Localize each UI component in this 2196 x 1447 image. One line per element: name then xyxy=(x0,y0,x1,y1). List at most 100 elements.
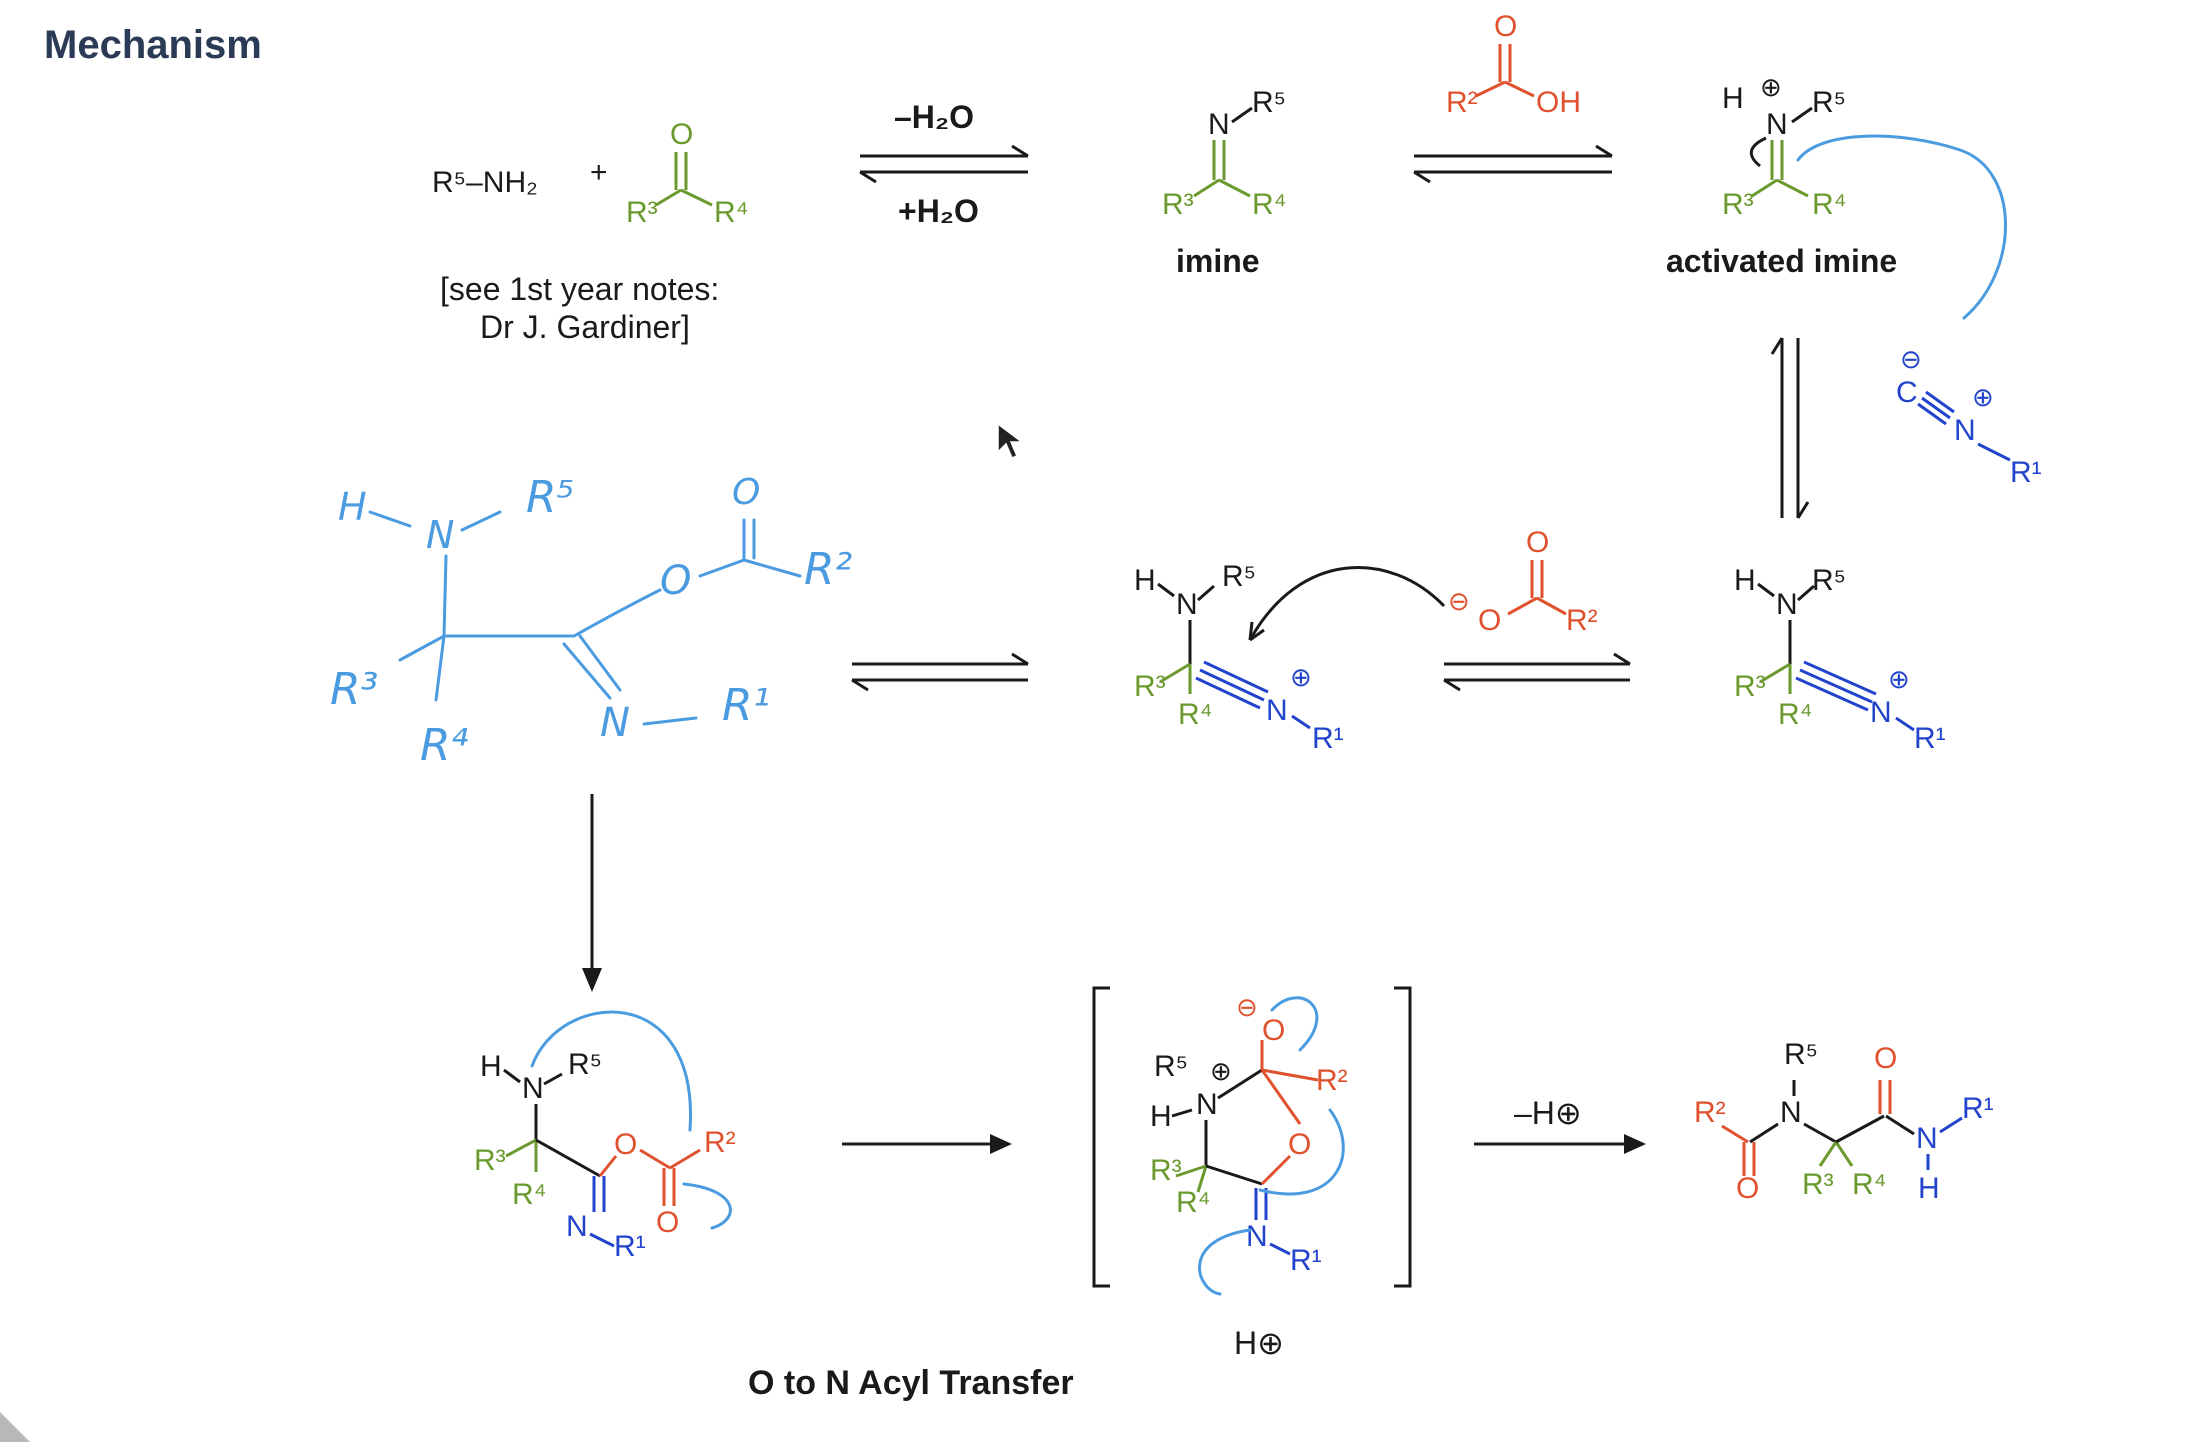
prod-n: N xyxy=(1780,1096,1802,1129)
imine-label: imine xyxy=(1176,243,1260,279)
int-n: N xyxy=(1196,1088,1218,1121)
imidate-r4: R⁴ xyxy=(512,1178,547,1211)
hw-r4: R⁴ xyxy=(420,720,469,771)
prod-r5: R⁵ xyxy=(1784,1038,1818,1071)
act-imine-r3: R³ xyxy=(1722,188,1754,221)
nitr-r-h: H xyxy=(1734,564,1756,597)
amine-r5nh2: R⁵–NH₂ xyxy=(432,166,538,199)
equilibrium-arrow-vertical xyxy=(1770,337,1810,519)
nitr-m-h: H xyxy=(1134,564,1156,597)
hw-r2: R² xyxy=(804,544,852,595)
hw-r1: R¹ xyxy=(722,680,770,731)
hw-r3: R³ xyxy=(330,664,378,715)
nitr-m-n: N xyxy=(1176,588,1198,621)
hw-o: O xyxy=(660,558,691,604)
imidate-n2: N xyxy=(566,1210,588,1243)
handwritten-structure: H N R⁵ R³ R⁴ N R¹ O R² O xyxy=(330,472,852,771)
nitr-m-plus: ⊕ xyxy=(1290,662,1312,692)
int-o1: O xyxy=(1262,1014,1285,1047)
imine-r3: R³ xyxy=(1162,188,1194,221)
int-h-plus: H⊕ xyxy=(1234,1325,1284,1361)
equilibrium-arrow-1 xyxy=(859,144,1029,184)
nitr-r-r3: R³ xyxy=(1734,670,1766,703)
handwritten-carbonyl-arrow xyxy=(682,1182,732,1230)
arrow-pushing-curve xyxy=(1749,136,1767,168)
prod-o2: O xyxy=(1874,1042,1897,1075)
handwritten-protonation-arrow xyxy=(1198,1228,1252,1296)
imidate-r3: R³ xyxy=(474,1144,506,1177)
int-o2: O xyxy=(1288,1128,1311,1161)
ketone-bond-left xyxy=(655,188,682,207)
hw-n: N xyxy=(426,513,454,557)
nitr-r-plus: ⊕ xyxy=(1888,664,1910,694)
handwritten-n-attack-arrow xyxy=(530,1010,692,1132)
corner-fold-icon xyxy=(0,1412,30,1442)
imidate-h: H xyxy=(480,1050,502,1083)
imidate-r1: R¹ xyxy=(614,1230,646,1263)
prod-r3: R³ xyxy=(1802,1168,1834,1201)
int-r1: R¹ xyxy=(1290,1244,1322,1277)
hw-r5: R⁵ xyxy=(526,472,574,523)
arrow-label-minus-water: –H₂O xyxy=(894,99,974,135)
act-imine-r5: R⁵ xyxy=(1812,86,1846,119)
plus-sign: + xyxy=(590,156,608,189)
deprotonation-label: –H⊕ xyxy=(1514,1095,1582,1131)
acid-oh: OH xyxy=(1536,86,1581,119)
ketone-oxygen: O xyxy=(670,118,693,151)
imidate-n: N xyxy=(522,1072,544,1105)
nitrilium-right-structure: H N R⁵ R³ R⁴ N ⊕ R¹ xyxy=(1734,564,1946,755)
isocyanide-plus: ⊕ xyxy=(1972,382,1994,412)
isocyanide-structure: ⊖ C N ⊕ R¹ xyxy=(1896,344,2042,489)
note-line-1: [see 1st year notes: xyxy=(440,271,719,307)
carboxylate-structure: O ⊖ O R² xyxy=(1448,526,1598,637)
nitrilium-mid-structure: H N R⁵ R³ R⁴ N ⊕ R¹ xyxy=(1134,560,1344,755)
int-r4: R⁴ xyxy=(1176,1186,1211,1219)
carboxylic-acid: O R² OH xyxy=(1446,10,1581,119)
isocyanide-n: N xyxy=(1954,414,1976,447)
prod-r4: R⁴ xyxy=(1852,1168,1887,1201)
nitr-r-r5: R⁵ xyxy=(1812,564,1846,597)
prod-nh-n: N xyxy=(1916,1122,1938,1155)
act-imine-n: N xyxy=(1766,108,1788,141)
hw-o-top: O xyxy=(732,472,760,513)
isocyanide-c: C xyxy=(1896,376,1918,409)
equilibrium-arrow-2 xyxy=(1413,144,1613,184)
ketone-r3: R³ xyxy=(626,196,658,229)
hw-n2: N xyxy=(600,700,630,746)
imine-n: N xyxy=(1208,108,1230,141)
int-r3: R³ xyxy=(1150,1154,1182,1187)
bracket-left xyxy=(1092,986,1110,1288)
nitr-m-r1: R¹ xyxy=(1312,722,1344,755)
carboxylate-r2: R² xyxy=(1566,604,1598,637)
product-structure: R² O N R⁵ R³ R⁴ O N H R¹ xyxy=(1694,1038,1994,1205)
prod-r1: R¹ xyxy=(1962,1092,1994,1125)
handwritten-break-arrow xyxy=(1258,1108,1345,1196)
carboxylate-attack-arrow xyxy=(1248,566,1446,641)
handwritten-attack-arrow xyxy=(1796,134,2007,320)
int-minus: ⊖ xyxy=(1236,992,1258,1022)
nitr-r-r4: R⁴ xyxy=(1778,698,1813,731)
prod-o1: O xyxy=(1736,1172,1759,1205)
ketone-r4: R⁴ xyxy=(714,196,749,229)
act-imine-plus: ⊕ xyxy=(1760,72,1782,102)
nitr-r-n2: N xyxy=(1870,696,1892,729)
imidate-o1: O xyxy=(614,1128,637,1161)
ketone: O R³ R⁴ xyxy=(626,118,749,229)
bracket-right xyxy=(1394,986,1412,1288)
prod-nh-h: H xyxy=(1918,1172,1940,1205)
activated-imine-structure: H ⊕ N R⁵ R³ R⁴ xyxy=(1722,72,1847,221)
footer-caption: O to N Acyl Transfer xyxy=(748,1364,1074,1402)
handwritten-reform-arrow xyxy=(1270,996,1319,1052)
acid-oxygen: O xyxy=(1494,10,1517,43)
reaction-arrow-bottom-2 xyxy=(1474,1134,1646,1154)
nitr-r-r1: R¹ xyxy=(1914,722,1946,755)
imidate-structure: H N R⁵ R³ R⁴ N R¹ O R² O xyxy=(474,1048,736,1263)
int-plus: ⊕ xyxy=(1210,1056,1232,1086)
imine-r5: R⁵ xyxy=(1252,86,1286,119)
carboxylate-o: O xyxy=(1478,604,1501,637)
mouse-cursor-icon xyxy=(997,422,1025,459)
int-n2: N xyxy=(1246,1220,1268,1253)
nitr-m-n2: N xyxy=(1266,694,1288,727)
